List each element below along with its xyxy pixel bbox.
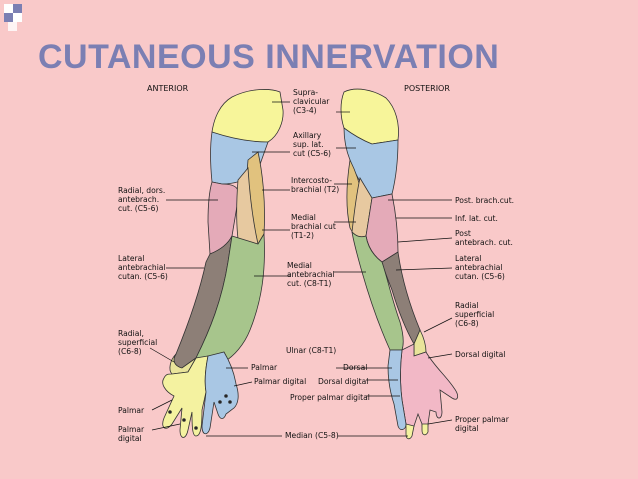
leader-line [427, 419, 453, 425]
label-intercostobrachial: Intercosto- brachial (T2) [291, 176, 340, 195]
label-radial-dors-antebrach: Radial, dors. antebrach. cut. (C5-6) [118, 186, 166, 214]
posterior-proper-palmar-tip [405, 423, 415, 440]
label-palmar-digital: Palmar digital [118, 425, 145, 444]
corner-square-1 [4, 4, 13, 13]
label-radial-superficial: Radial, superficial (C6-8) [118, 329, 158, 357]
corner-square-5 [8, 22, 17, 31]
label-axillary: Axillary sup. lat. cut (C5-6) [293, 131, 332, 159]
leader-line [149, 347, 175, 363]
label-radial-superficial-post: Radial superficial (C6-8) [455, 301, 495, 329]
label-supraclavicular: Supra- clavicular (C3-4) [293, 88, 330, 116]
anterior-dot [218, 400, 222, 404]
anterior-dot [228, 400, 232, 404]
leader-line [233, 381, 253, 387]
label-lateral-antebrachial: Lateral antebrachial cutan. (C5-6) [118, 254, 168, 282]
corner-square-4 [13, 13, 22, 22]
label-proper-palmar-digital-center: Proper palmar digital [290, 393, 370, 402]
anterior-arm [162, 89, 284, 438]
leader-line [151, 399, 173, 411]
label-dorsal-digital-center: Dorsal digital [318, 377, 369, 386]
anterior-medial-antebrachial-region [195, 232, 265, 363]
label-ulnar: Ulnar (C8-T1) [286, 346, 337, 355]
label-dorsal: Dorsal [343, 363, 368, 372]
label-palmar-center: Palmar [251, 363, 278, 372]
label-medial-brachial: Medial brachial cut (T1-2) [291, 213, 336, 241]
label-dorsal-digital: Dorsal digital [455, 350, 506, 359]
leader-line [395, 267, 453, 271]
leader-line [151, 423, 181, 431]
label-median: Median (C5-8) [285, 431, 339, 440]
posterior-proper-palmar-tip [421, 423, 429, 436]
slide-title: CUTANEOUS INNERVATION [38, 38, 500, 76]
leader-lines [149, 101, 453, 437]
label-post-brach-cut: Post. brach.cut. [455, 196, 515, 205]
leader-line [397, 237, 453, 243]
leader-line [423, 317, 453, 333]
label-lateral-antebrachial-post: Lateral antebrachial cutan. (C5-6) [455, 254, 505, 282]
label-post-antebrach: Post antebrach. cut. [455, 229, 513, 248]
label-medial-antebrachial: Medial antebrachial cut. (C8-T1) [287, 261, 335, 289]
posterior-dorsal-hand [400, 343, 458, 432]
leader-line [427, 353, 453, 359]
posterior-arm [340, 88, 458, 440]
corner-square-3 [4, 13, 13, 22]
anterior-dot [168, 410, 172, 414]
anterior-dot [182, 418, 186, 422]
anterior-ulnar-hand [201, 351, 239, 435]
anterior-header: ANTERIOR [147, 84, 189, 93]
anterior-dot [224, 394, 228, 398]
posterior-ulnar-hand [387, 349, 407, 430]
label-proper-palmar-digital: Proper palmar digital [455, 415, 509, 434]
posterior-header: POSTERIOR [404, 84, 450, 93]
anterior-dot [194, 426, 198, 430]
label-palmar-digital-center: Palmar digital [254, 377, 307, 386]
label-inf-lat-cut: Inf. lat. cut. [455, 214, 498, 223]
corner-square-2 [13, 4, 22, 13]
label-palmar: Palmar [118, 406, 145, 415]
